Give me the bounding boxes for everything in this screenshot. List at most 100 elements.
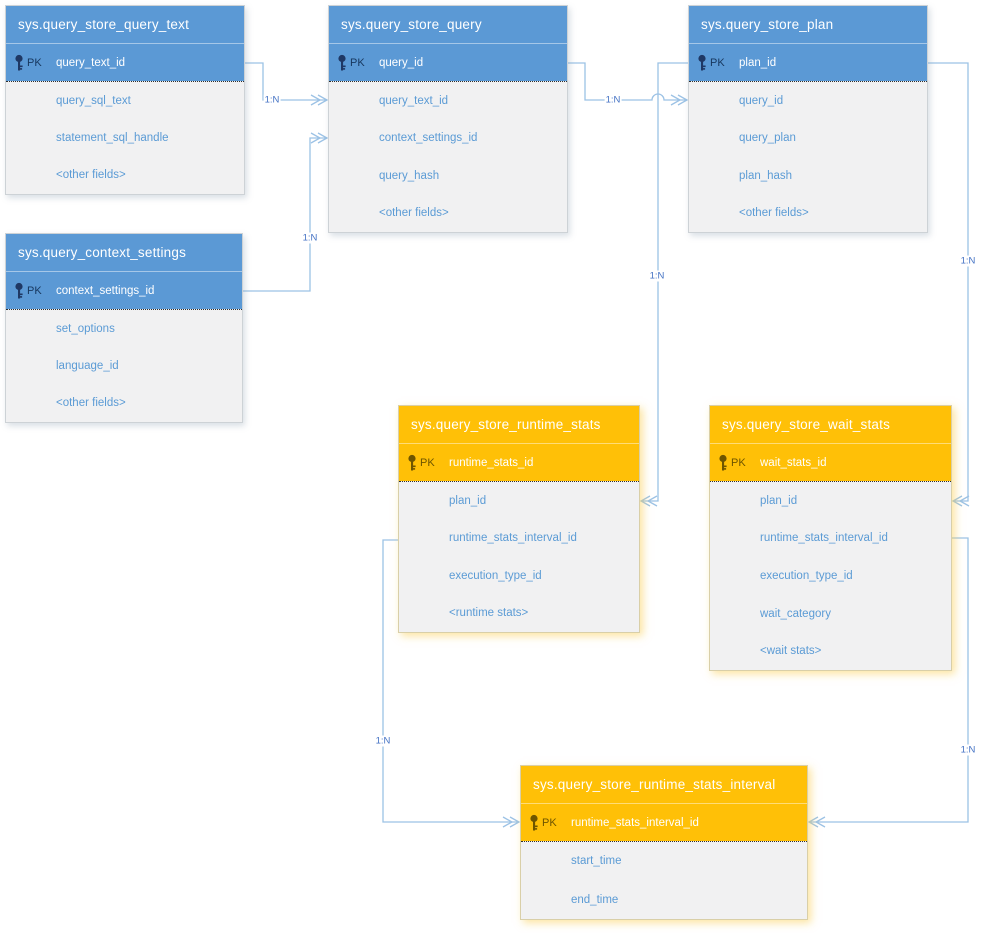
many-arrow-icon xyxy=(951,495,963,507)
relationship-line-context-to-query xyxy=(243,137,327,292)
field-row: context_settings_id xyxy=(329,120,567,158)
cardinality-label: 1:N xyxy=(263,94,281,106)
field-row: execution_type_id xyxy=(710,557,951,595)
field-name: <other fields> xyxy=(56,397,126,410)
field-name: query_plan xyxy=(739,132,796,145)
field-name: query_id xyxy=(739,94,784,107)
primary-key-field-name: query_text_id xyxy=(56,56,126,69)
primary-key-badge: PK xyxy=(27,56,42,69)
primary-key-field-name: query_id xyxy=(379,56,424,69)
primary-key-badge: PK xyxy=(420,456,435,469)
relationship-line-waitstats-to-interval xyxy=(809,537,969,823)
primary-key-badge: PK xyxy=(542,816,557,829)
entity-title: sys.query_store_query xyxy=(329,6,567,44)
entity-fields: plan_id runtime_stats_interval_id executio… xyxy=(399,481,639,632)
field-name: <wait stats> xyxy=(760,645,822,658)
field-row: end_time xyxy=(521,881,807,920)
many-arrow-icon xyxy=(509,816,521,828)
field-name: context_settings_id xyxy=(379,132,478,145)
field-name: statement_sql_handle xyxy=(56,131,169,144)
field-row: <runtime stats> xyxy=(399,595,639,633)
primary-key-field-name: wait_stats_id xyxy=(760,456,827,469)
field-row: statement_sql_handle xyxy=(6,119,244,156)
relationship-line-plan-to-runtimestats xyxy=(641,62,688,502)
many-arrow-icon xyxy=(670,94,682,106)
field-name: <other fields> xyxy=(379,207,449,220)
many-arrow-icon xyxy=(814,816,826,828)
cardinality-label: 1:N xyxy=(374,735,392,747)
field-row: query_hash xyxy=(329,157,567,195)
many-arrow-icon xyxy=(502,816,514,828)
field-name: set_options xyxy=(56,322,115,335)
many-arrow-icon xyxy=(310,132,322,144)
field-name: query_hash xyxy=(379,169,440,182)
entity-fields: query_id query_plan plan_hash <other fields… xyxy=(689,81,927,232)
primary-key-row: PK query_text_id xyxy=(6,44,244,81)
field-name: plan_id xyxy=(449,494,487,507)
field-row: <wait stats> xyxy=(710,632,951,670)
field-name: wait_category xyxy=(760,607,831,620)
entity-title: sys.query_context_settings xyxy=(6,234,242,272)
primary-key-field-name: runtime_stats_id xyxy=(449,456,534,469)
field-name: end_time xyxy=(571,893,619,906)
many-arrow-icon xyxy=(958,495,970,507)
field-row: plan_id xyxy=(710,482,951,520)
field-row: <other fields> xyxy=(329,195,567,233)
entity-fields: plan_id runtime_stats_interval_id executio… xyxy=(710,481,951,670)
field-row: <other fields> xyxy=(6,157,244,194)
entity-title: sys.query_store_plan xyxy=(689,6,927,44)
field-name: execution_type_id xyxy=(760,569,853,582)
entity-title: sys.query_store_runtime_stats_interval xyxy=(521,766,807,804)
primary-key-icon xyxy=(337,54,347,71)
cardinality-label: 1:N xyxy=(648,270,666,282)
primary-key-row: PK runtime_stats_id xyxy=(399,444,639,481)
primary-key-field-name: plan_id xyxy=(739,56,777,69)
field-name: plan_id xyxy=(760,494,798,507)
primary-key-icon xyxy=(529,814,539,831)
field-name: runtime_stats_interval_id xyxy=(449,532,577,545)
entity-fields: query_sql_text statement_sql_handle <other… xyxy=(6,81,244,194)
relationship-line-querytext-to-query xyxy=(245,62,327,101)
cardinality-label: 1:N xyxy=(959,744,977,756)
cardinality-label: 1:N xyxy=(959,255,977,267)
field-name: runtime_stats_interval_id xyxy=(760,532,888,545)
primary-key-row: PK wait_stats_id xyxy=(710,444,951,481)
field-name: <other fields> xyxy=(56,169,126,182)
field-row: <other fields> xyxy=(689,195,927,233)
cardinality-label: 1:N xyxy=(301,232,319,244)
cardinality-label: 1:N xyxy=(604,94,622,106)
many-arrow-icon xyxy=(639,495,651,507)
primary-key-icon xyxy=(407,454,417,471)
primary-key-icon xyxy=(697,54,707,71)
field-row: query_sql_text xyxy=(6,82,244,119)
field-name: execution_type_id xyxy=(449,569,542,582)
relationship-line-runtimestats-to-interval xyxy=(382,539,519,823)
primary-key-field-name: context_settings_id xyxy=(56,284,155,297)
field-row: plan_id xyxy=(399,482,639,520)
entity-title: sys.query_store_runtime_stats xyxy=(399,406,639,444)
field-name: plan_hash xyxy=(739,169,793,182)
primary-key-badge: PK xyxy=(731,456,746,469)
field-row: runtime_stats_interval_id xyxy=(710,520,951,558)
field-row: query_id xyxy=(689,82,927,120)
entity-title: sys.query_store_query_text xyxy=(6,6,244,44)
field-name: start_time xyxy=(571,855,622,868)
many-arrow-icon xyxy=(317,132,329,144)
many-arrow-icon xyxy=(317,94,329,106)
field-name: <other fields> xyxy=(739,207,809,220)
field-name: query_sql_text xyxy=(56,94,131,107)
many-arrow-icon xyxy=(310,94,322,106)
